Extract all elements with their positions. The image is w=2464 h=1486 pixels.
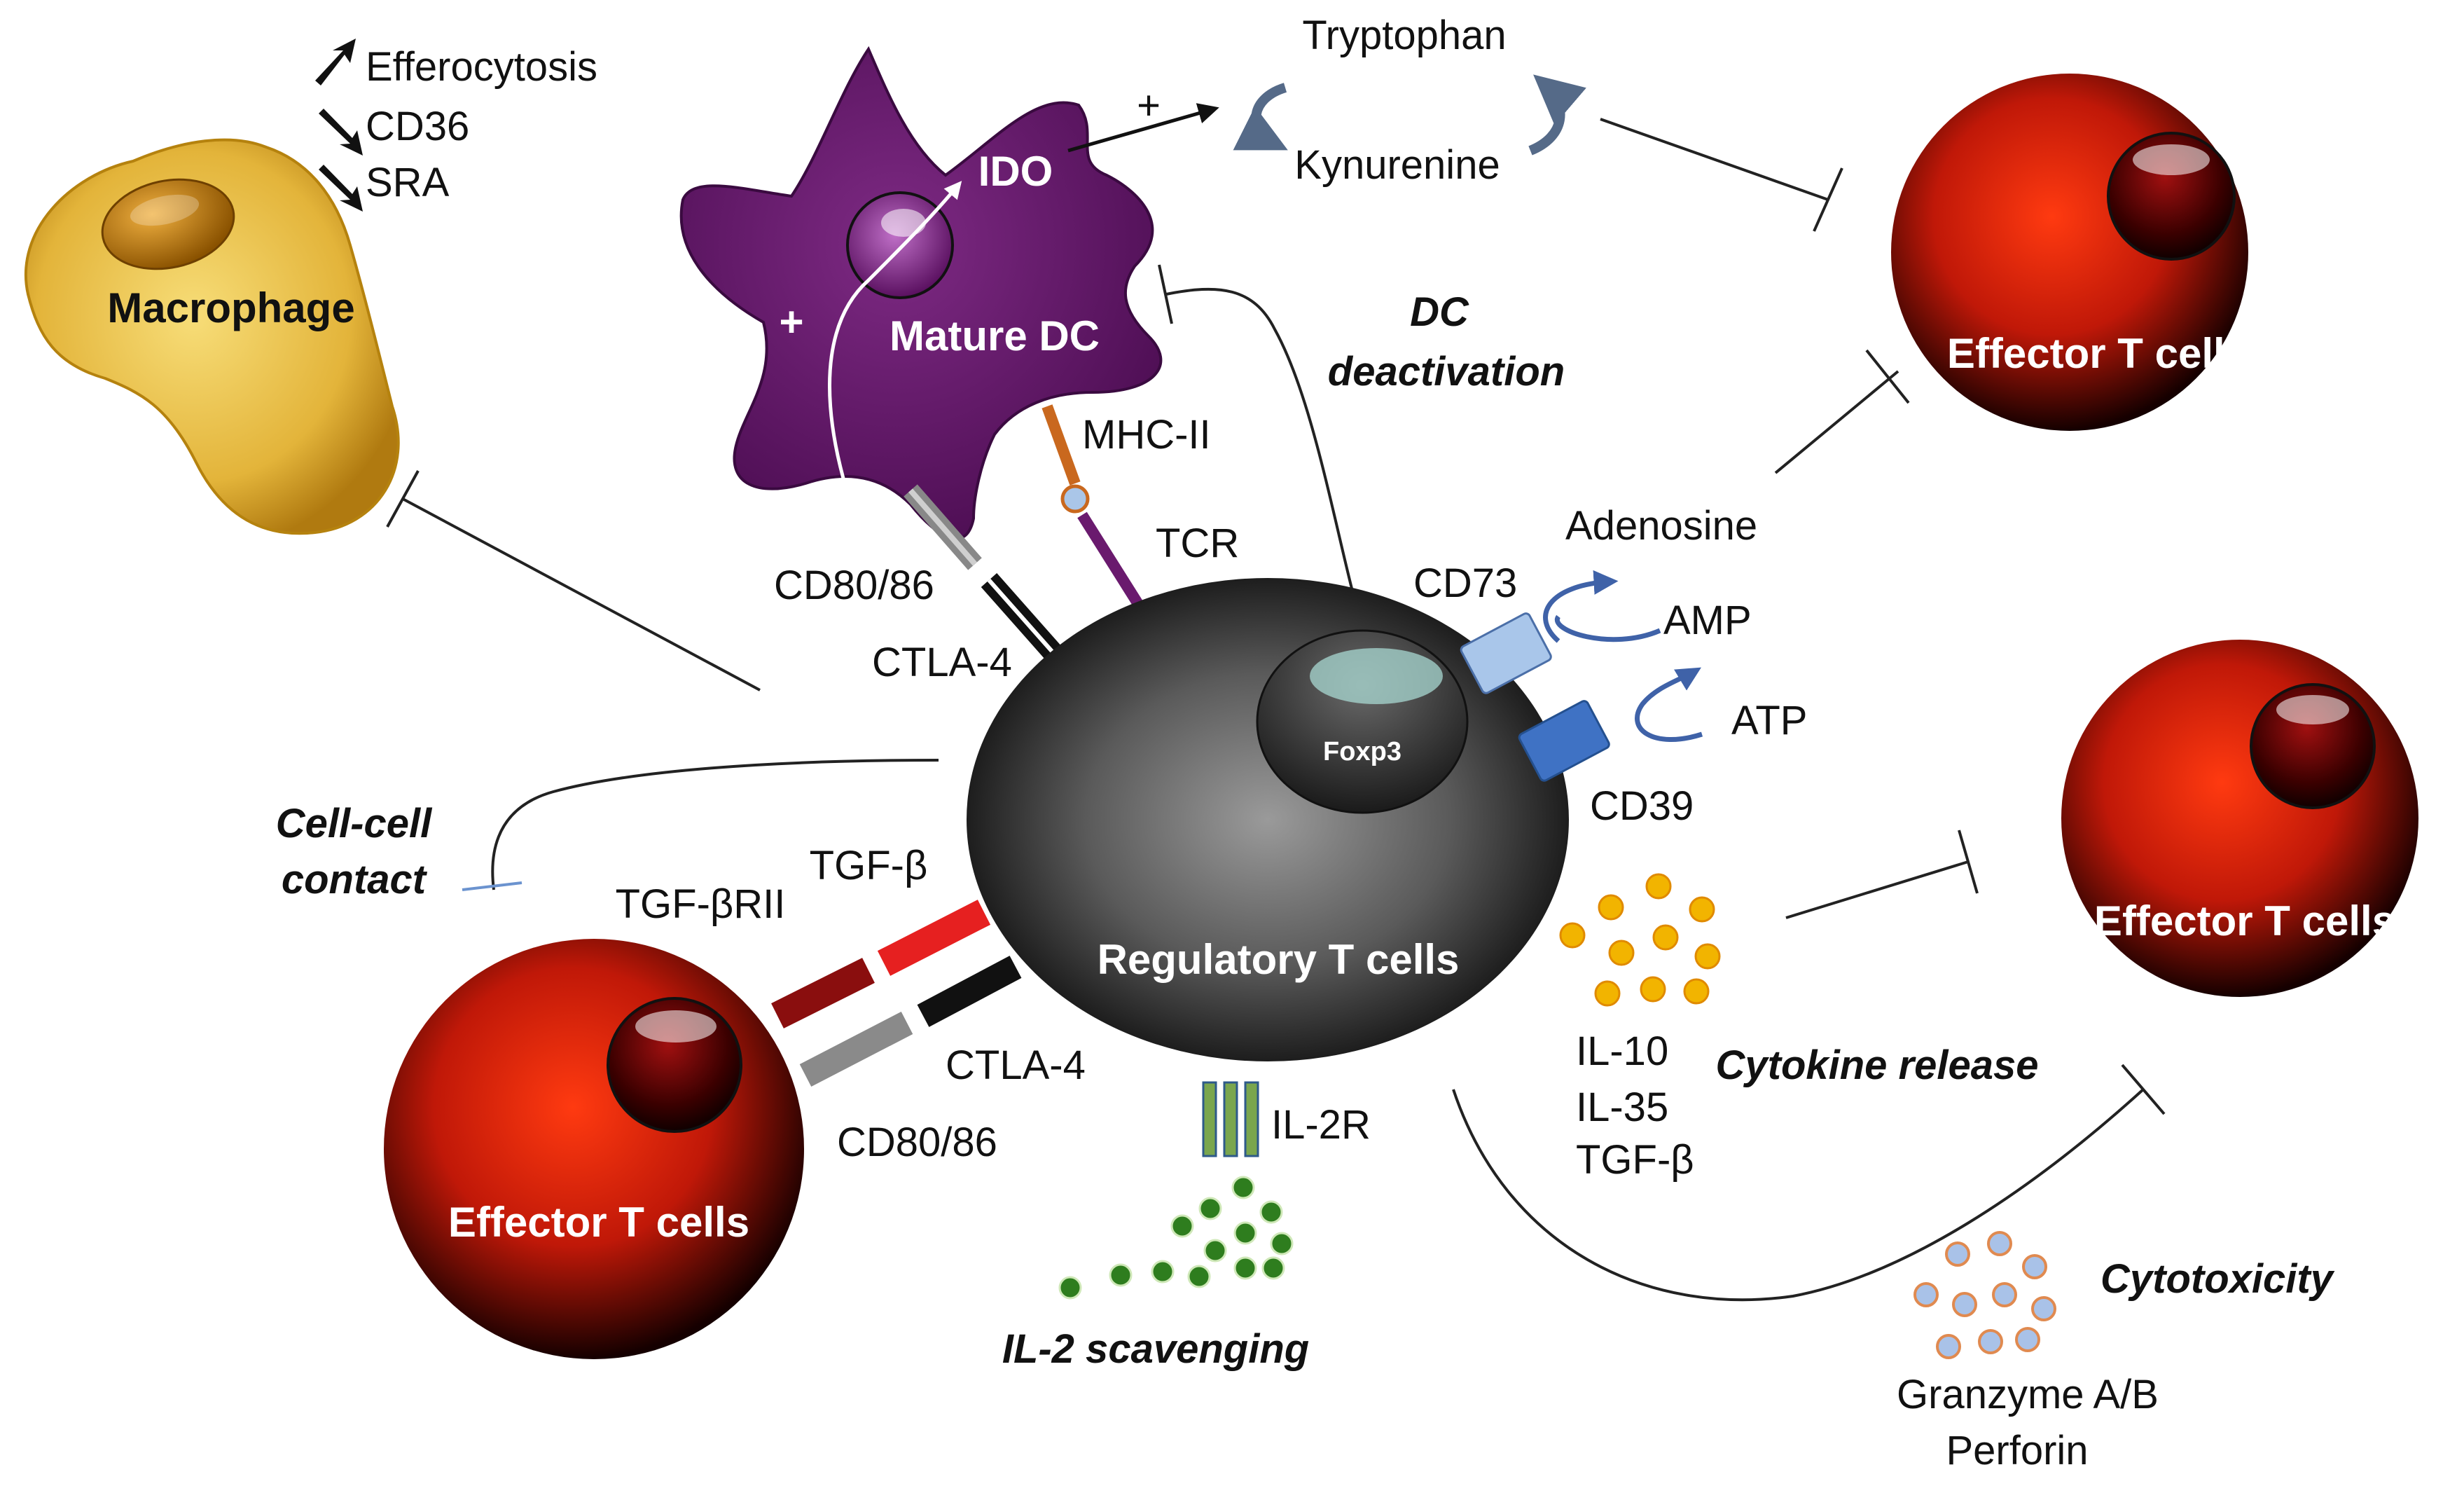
ido-to-tryptophan-arrow [1067,103,1219,153]
cd80-86-eff-label: CD80/86 [837,1120,997,1165]
mature-dc-cell: Mature DC IDO + [679,46,1163,540]
granzyme-molecules [1913,1231,2056,1359]
dc-deactivation-inhibition [1158,264,1353,589]
arrow-down-icon [319,109,363,156]
perforin-label: Perforin [1946,1428,2088,1473]
ido-label: IDO [978,148,1053,195]
effector-t-cell-middle: Effector T cells [2061,640,2418,997]
effector-t-cell-bottom-left: Effector T cells [384,939,804,1359]
macrophage-effects: Efferocytosis CD36 SRA [315,39,597,212]
ctla4-cd80-eff-complex [799,956,1022,1087]
cd36-label: CD36 [366,104,469,149]
regulatory-t-cell: Foxp3 Regulatory T cells [967,578,1569,1061]
mature-dc-label: Mature DC [890,312,1100,359]
cycle-right-arrow [1528,74,1586,156]
mhc-ii-label: MHC-II [1082,412,1211,458]
arrow-down-icon [319,165,363,212]
macrophage-label: Macrophage [107,284,354,331]
effector-top-label: Effector T cells [1947,330,2248,377]
cell-contact-inhibition [462,759,939,891]
arrow-up-icon [315,39,356,85]
amp-to-adenosine-arrow [1543,570,1619,643]
amp-curve [1554,614,1661,642]
plus-dc-label: + [779,298,803,345]
plus-ido-label: + [1137,83,1161,128]
ctla4-dc-label: CTLA-4 [872,640,1012,685]
granzyme-label: Granzyme A/B [1897,1372,2159,1417]
cd80-86-dc-label: CD80/86 [774,563,934,608]
il2r-label: IL-2R [1271,1102,1371,1148]
il2-receptor [1202,1081,1259,1157]
cell-contact-label-2: contact [282,857,428,902]
cytokine-tgf-beta: TGF-β [1576,1137,1694,1183]
tgf-beta-label: TGF-β [810,843,928,888]
ido-induction-arrow [828,181,962,576]
cd39-enzyme [1518,700,1610,782]
adenosine-inhibition [1774,349,1910,474]
cytokine-il35: IL-35 [1576,1085,1668,1130]
cycle-left-arrow [1233,83,1288,151]
adenosine-label: Adenosine [1565,503,1757,549]
cytokine-release-label: Cytokine release [1715,1043,2038,1088]
cytokine-molecules [1559,873,1721,1007]
dc-deactivation-label-2: deactivation [1328,349,1565,394]
cd73-label: CD73 [1413,560,1517,606]
cd73-enzyme [1460,612,1552,694]
cell-contact-label-1: Cell-cell [276,801,433,846]
effector-t-cell-top: Effector T cells [1891,74,2248,431]
ctla4-eff-label: CTLA-4 [946,1043,1086,1088]
effector-bottom-left-label: Effector T cells [448,1199,749,1246]
cd39-label: CD39 [1590,783,1694,829]
regulatory-t-cells-label: Regulatory T cells [1098,936,1460,983]
mhc-tcr-complex [1041,404,1147,613]
dc-deactivation-label-1: DC [1410,289,1469,335]
effector-middle-label: Effector T cells [2094,897,2395,944]
tgf-beta-receptor-complex [771,900,991,1028]
sra-label: SRA [366,160,450,205]
cytokine-il10: IL-10 [1576,1028,1668,1074]
il2-molecules [1058,1176,1294,1300]
atp-to-amp-arrow [1635,667,1703,742]
tgf-beta-rii-label: TGF-βRII [616,881,786,927]
macrophage-cell: Macrophage [24,138,400,535]
tryptophan-label: Tryptophan [1302,13,1506,58]
kynurenine-label: Kynurenine [1294,142,1500,188]
tcr-label: TCR [1156,521,1239,566]
amp-label: AMP [1663,598,1752,643]
il2-scavenging-label: IL-2 scavenging [1002,1326,1309,1372]
foxp3-label: Foxp3 [1323,737,1401,766]
efferocytosis-label: Efferocytosis [366,44,597,90]
macrophage-inhibition [386,470,761,692]
cytotoxicity-inhibition [1452,1064,2166,1302]
atp-label: ATP [1731,698,1808,743]
cytotoxicity-label: Cytotoxicity [2100,1256,2335,1302]
cytokine-inhibition [1785,830,1979,919]
kynurenine-inhibition [1600,118,1843,232]
